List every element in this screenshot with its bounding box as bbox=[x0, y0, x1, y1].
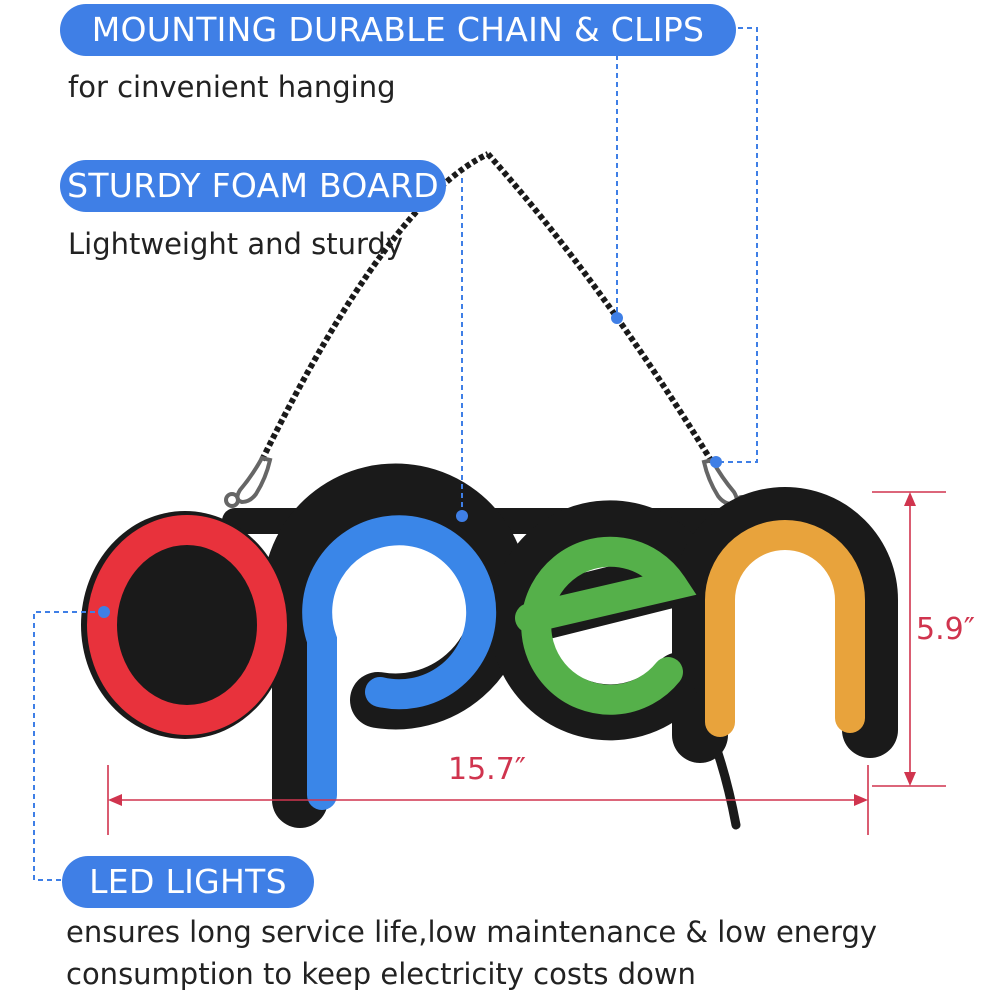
hanging-chain bbox=[259, 151, 715, 464]
height-dimension-label: 5.9″ bbox=[916, 612, 975, 647]
callout-chain-title: MOUNTING DURABLE CHAIN & CLIPS bbox=[60, 4, 736, 56]
callout-led-desc-line2: consumption to keep electricity costs do… bbox=[66, 957, 696, 991]
letter-e bbox=[515, 536, 697, 715]
callout-chain-desc: for cinvenient hanging bbox=[68, 70, 396, 104]
callout-led-title: LED LIGHTS bbox=[62, 856, 314, 908]
callout-board-title: STURDY FOAM BOARD bbox=[60, 160, 446, 212]
leader-dots bbox=[98, 312, 722, 618]
width-dimension-label: 15.7″ bbox=[448, 752, 527, 787]
leader-lines bbox=[33, 27, 758, 881]
power-cable bbox=[685, 685, 741, 830]
dimension-lines bbox=[107, 491, 946, 835]
chain-clip-left bbox=[224, 455, 273, 508]
callout-led-desc-line1: ensures long service life,low maintenanc… bbox=[66, 915, 878, 949]
letter-p bbox=[302, 515, 497, 810]
callout-board-desc: Lightweight and sturdy bbox=[68, 227, 403, 261]
letter-n bbox=[705, 520, 865, 737]
neon-letters bbox=[87, 515, 865, 810]
letter-o bbox=[87, 515, 287, 735]
